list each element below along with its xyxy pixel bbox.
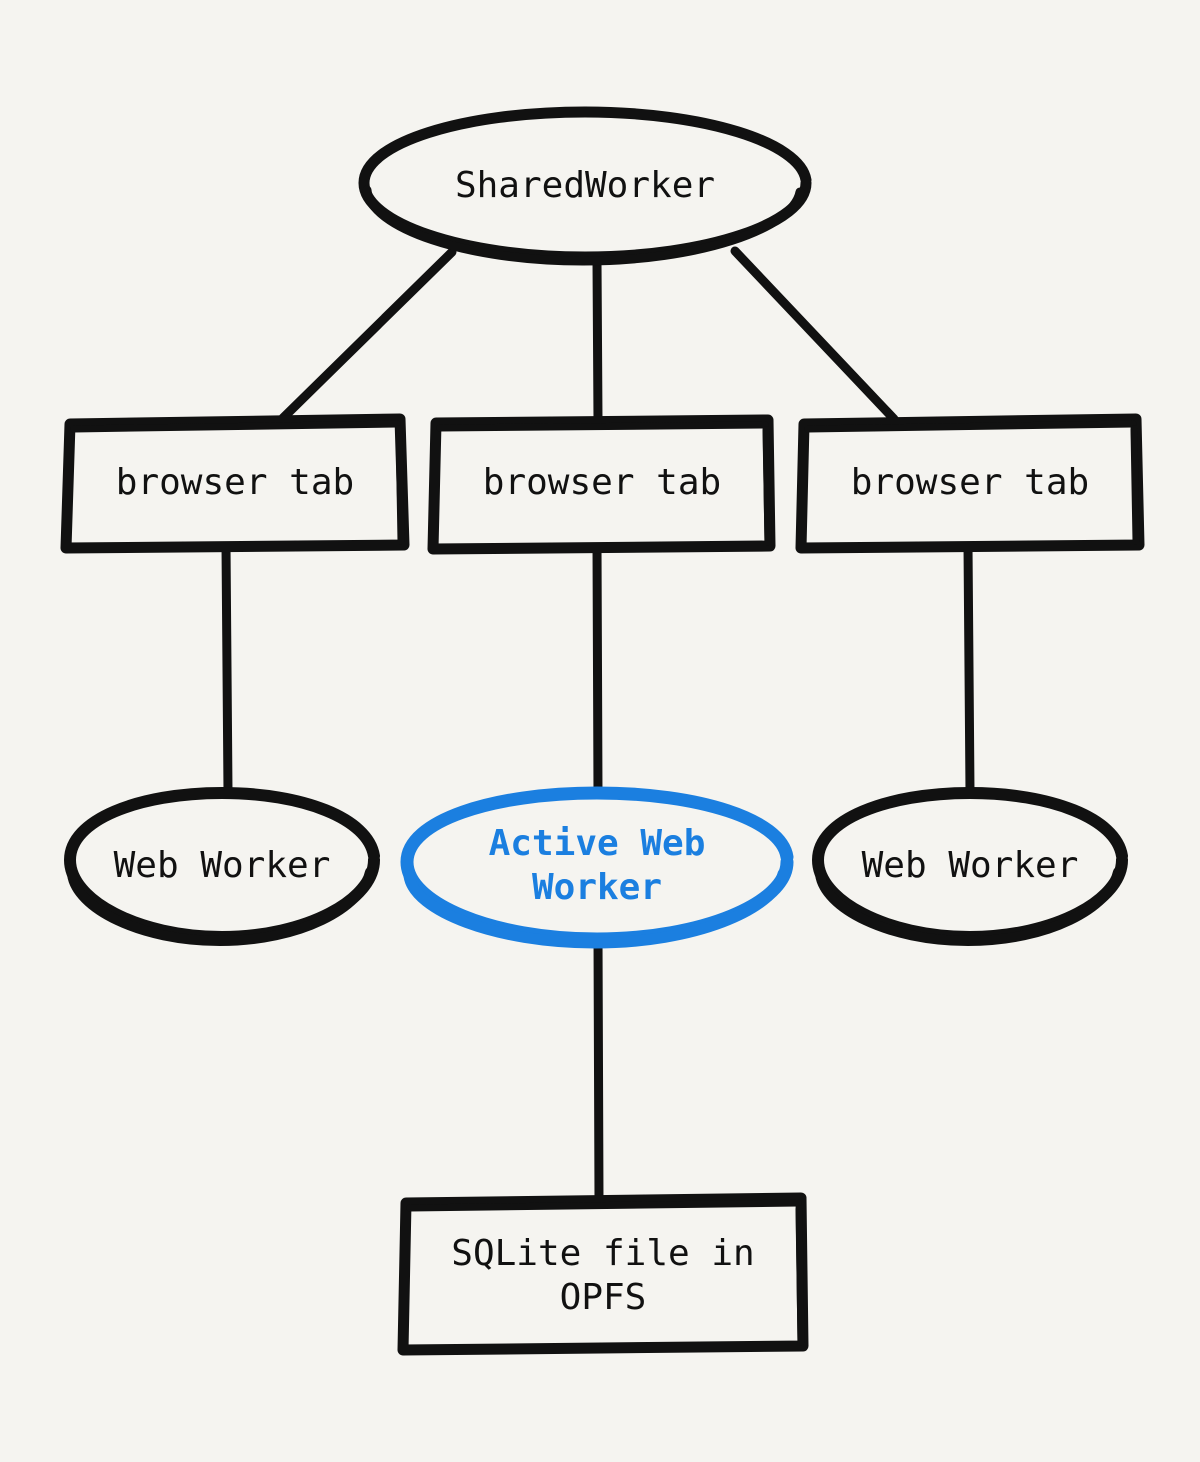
- node-web-worker-right[interactable]: [812, 787, 1128, 946]
- node-browser-tab-left[interactable]: [60, 413, 410, 554]
- edge-tab-left-to-webworker-left: [221, 541, 233, 797]
- node-web-worker-left[interactable]: [64, 787, 380, 946]
- node-browser-tab-center[interactable]: [427, 414, 776, 555]
- node-sqlite-file[interactable]: [397, 1192, 809, 1356]
- edge-tab-center-to-active-webworker: [592, 541, 603, 799]
- node-browser-tab-right[interactable]: [795, 413, 1145, 554]
- node-active-web-worker[interactable]: [400, 786, 794, 949]
- edge-tab-right-to-webworker-right: [963, 541, 975, 797]
- edge-active-webworker-to-sqlite: [593, 933, 604, 1205]
- node-shared-worker[interactable]: [358, 106, 812, 266]
- edge-sharedworker-to-tab-right: [730, 246, 899, 424]
- edge-sharedworker-to-tab-center: [592, 257, 603, 425]
- edge-sharedworker-to-tab-left: [278, 247, 457, 423]
